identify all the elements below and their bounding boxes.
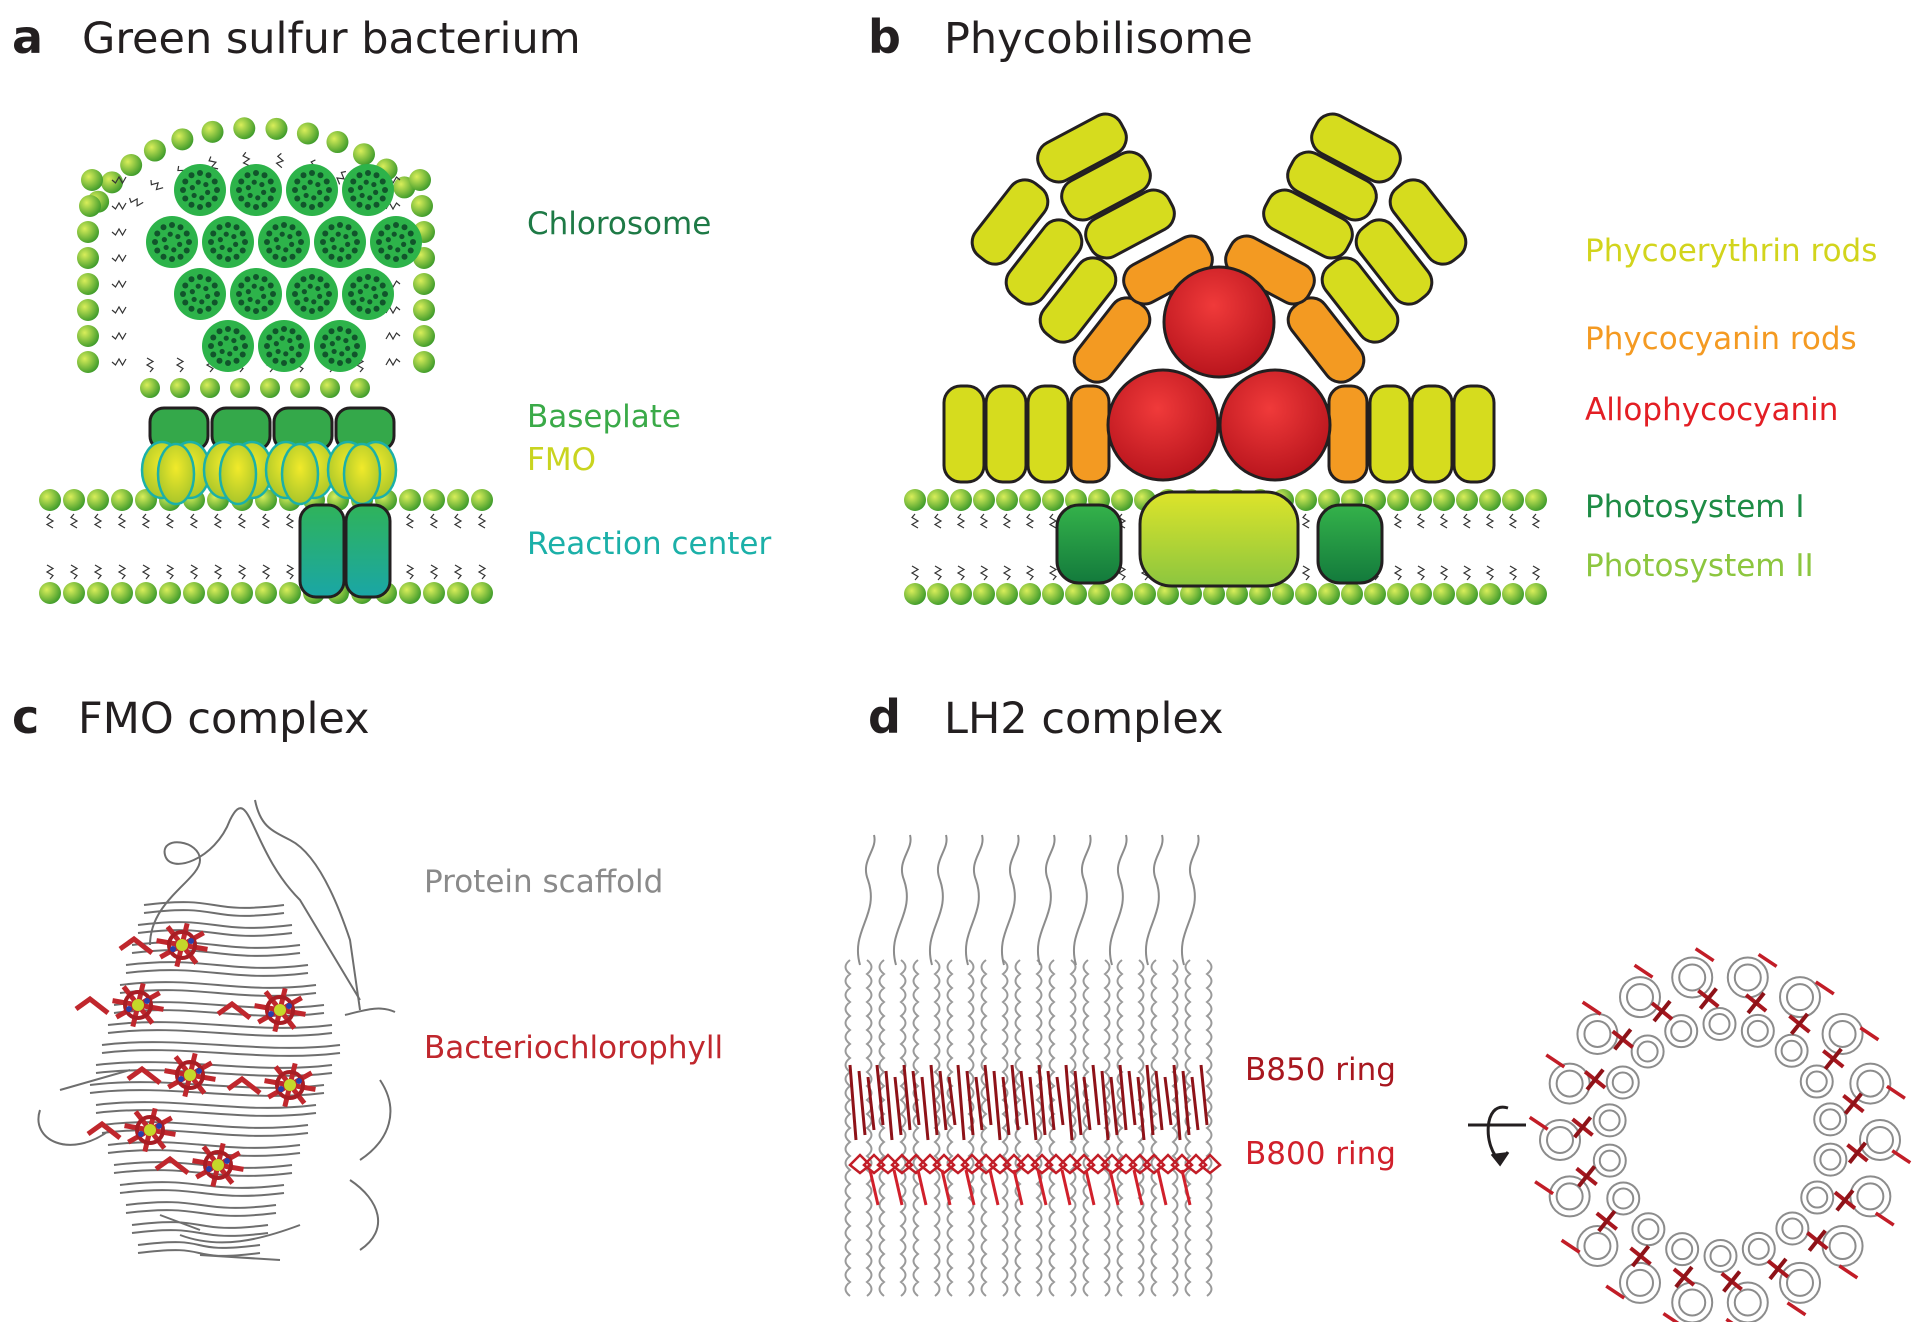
panel-title-c: FMO complex xyxy=(78,694,370,744)
panel-letter-a: a xyxy=(12,10,44,64)
phycobilisome-rods xyxy=(942,112,1496,484)
label-b800-ring: B800 ring xyxy=(1245,1136,1396,1172)
label-phycocyanin-rods: Phycocyanin rods xyxy=(1585,321,1857,357)
panel-a-green-sulfur-bacterium xyxy=(39,117,493,604)
label-bacteriochlorophyll: Bacteriochlorophyll xyxy=(424,1030,724,1066)
panel-letter-c: c xyxy=(12,690,40,744)
protein-scaffold xyxy=(37,799,396,1261)
panel-title-b: Phycobilisome xyxy=(944,14,1253,64)
panel-letter-b: b xyxy=(868,10,901,64)
label-baseplate: Baseplate xyxy=(527,399,682,435)
label-chlorosome: Chlorosome xyxy=(527,206,712,242)
photosystem-ii xyxy=(1138,490,1300,588)
chlorosome xyxy=(146,164,422,372)
panel-title-d: LH2 complex xyxy=(944,694,1224,744)
bacteriochlorophyll-molecules xyxy=(74,922,316,1188)
membrane-lipid-layer xyxy=(77,117,435,398)
panel-b-phycobilisome xyxy=(904,112,1547,605)
fmo-proteins xyxy=(140,440,398,506)
baseplate xyxy=(148,406,396,452)
photosystem-i xyxy=(1055,503,1384,585)
reaction-center xyxy=(298,503,392,599)
label-protein-scaffold: Protein scaffold xyxy=(424,864,664,900)
allophycocyanin-core xyxy=(1106,265,1332,482)
lh2-side-view xyxy=(844,834,1222,1297)
panel-c-fmo-complex xyxy=(37,799,396,1261)
lh2-top-view xyxy=(1528,947,1912,1322)
label-fmo: FMO xyxy=(527,442,596,478)
label-photosystem-ii: Photosystem II xyxy=(1585,548,1814,584)
label-photosystem-i: Photosystem I xyxy=(1585,489,1805,525)
label-phycoerythrin-rods: Phycoerythrin rods xyxy=(1585,233,1878,269)
cell-membrane xyxy=(39,489,493,604)
label-reaction-center: Reaction center xyxy=(527,526,772,562)
panel-letter-d: d xyxy=(868,690,901,744)
label-b850-ring: B850 ring xyxy=(1245,1052,1396,1088)
panel-title-a: Green sulfur bacterium xyxy=(82,14,581,64)
rotation-arrow-icon xyxy=(1468,1105,1526,1167)
panel-d-lh2-complex xyxy=(844,834,1912,1322)
label-allophycocyanin: Allophycocyanin xyxy=(1585,392,1839,428)
